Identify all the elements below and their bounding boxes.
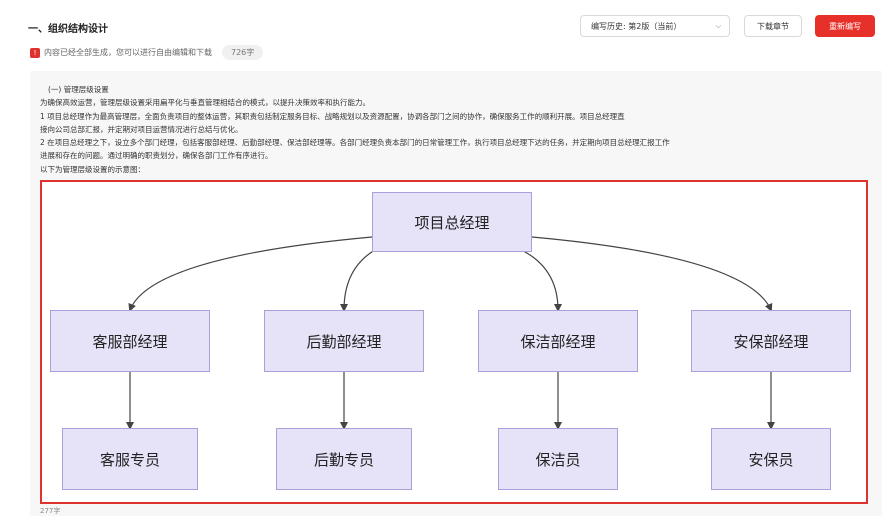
paragraph-line: 进展和存在的问题。通过明确的职责划分，确保各部门工作有序进行。 xyxy=(40,151,273,161)
warning-icon: ! xyxy=(30,47,40,58)
paragraph-line: 为确保高效运营，管理层级设置采用扁平化与垂直管理相结合的模式，以提升决策效率和执… xyxy=(40,98,370,108)
version-history-select[interactable]: 编写历史: 第2版（当前） ⌵ xyxy=(580,15,730,37)
chapter-content: (一) 管理层级设置 为确保高效运营，管理层级设置采用扁平化与垂直管理相结合的模… xyxy=(30,71,882,516)
org-node-manager-1: 客服部经理 xyxy=(50,310,210,372)
rewrite-button[interactable]: 重新编写 xyxy=(815,15,875,37)
chevron-down-icon: ⌵ xyxy=(715,22,721,30)
chapter-header: 一、组织结构设计 ! 内容已经全部生成，您可以进行自由编辑和下载 726字 编写… xyxy=(0,0,892,70)
org-node-top: 项目总经理 xyxy=(372,192,532,252)
org-node-staff-1: 客服专员 xyxy=(62,428,198,490)
org-node-staff-2: 后勤专员 xyxy=(276,428,412,490)
notice-text: 内容已经全部生成，您可以进行自由编辑和下载 xyxy=(44,48,212,57)
generation-notice: ! 内容已经全部生成，您可以进行自由编辑和下载 726字 xyxy=(30,45,264,60)
connector-top-to-manager-2 xyxy=(340,243,388,312)
subheading: (一) 管理层级设置 xyxy=(48,85,109,94)
connector-top-to-manager-3 xyxy=(506,243,562,312)
paragraph-line: 以下为管理层级设置的示意图： xyxy=(40,164,145,174)
section-title: 一、组织结构设计 xyxy=(28,24,108,35)
connector-top-to-manager-4 xyxy=(531,236,773,312)
word-count-badge: 726字 xyxy=(222,45,264,60)
org-node-staff-3: 保洁员 xyxy=(498,428,618,490)
version-select-value: 编写历史: 第2版（当前） xyxy=(591,21,682,31)
paragraph-line: 接向公司总部汇报，并定期对项目运营情况进行总结与优化。 xyxy=(40,124,243,134)
footer-word-count: 277字 xyxy=(40,507,61,515)
paragraph-line: 1 项目总经理作为最高管理层，全面负责项目的整体运营，其职责包括制定服务目标、战… xyxy=(40,111,625,121)
org-node-staff-4: 安保员 xyxy=(711,428,831,490)
paragraph-line: 2 在项目总经理之下，设立多个部门经理，包括客服部经理、后勤部经理、保洁部经理等… xyxy=(40,138,670,148)
download-chapter-button[interactable]: 下载章节 xyxy=(744,15,802,37)
org-chart-frame[interactable]: 项目总经理 客服部经理 后勤部经理 保洁部经理 安保部经理 客服专员 后勤专员 … xyxy=(40,180,868,504)
org-node-manager-2: 后勤部经理 xyxy=(264,310,424,372)
org-node-manager-3: 保洁部经理 xyxy=(478,310,638,372)
org-node-manager-4: 安保部经理 xyxy=(691,310,851,372)
content-text[interactable]: (一) 管理层级设置 为确保高效运营，管理层级设置采用扁平化与垂直管理相结合的模… xyxy=(40,83,870,176)
connector-top-to-manager-1 xyxy=(128,236,373,312)
